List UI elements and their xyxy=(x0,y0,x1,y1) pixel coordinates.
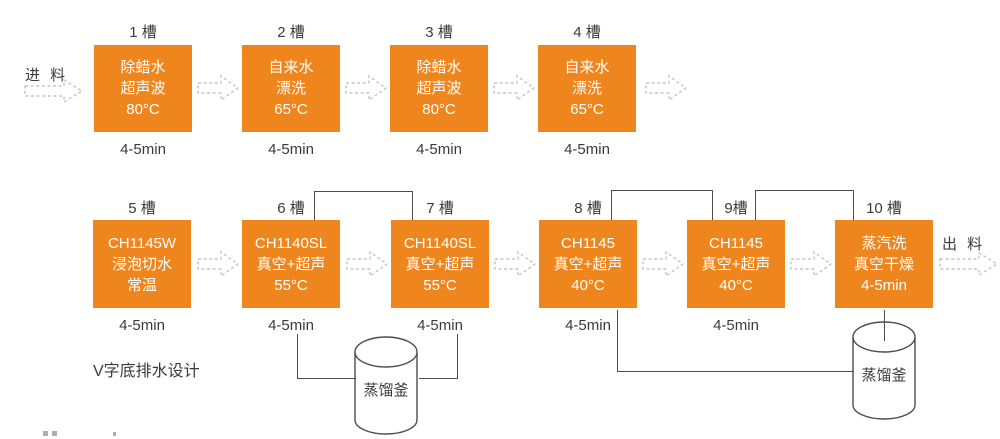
flow-arrow-icon xyxy=(645,74,687,102)
tank-6-line: 真空+超声 xyxy=(256,255,326,273)
tank-1-label: 1 槽 xyxy=(129,24,157,41)
discharge-arrow-icon xyxy=(939,252,999,276)
tank-8-line: 真空+超声 xyxy=(553,255,623,273)
tank-2-line: 自来水 xyxy=(268,59,314,76)
tank-7-line: 55°C xyxy=(423,276,457,294)
tank-10-line: 蒸汽洗 xyxy=(861,234,907,252)
tank-3-line: 超声波 xyxy=(416,80,462,97)
tank-10-line: 真空干燥 xyxy=(853,255,914,273)
cropped-text-artifact xyxy=(113,432,116,436)
tank-6-box: CH1140SL 真空+超声 55°C xyxy=(242,220,340,308)
tank-1-box: 除蜡水 超声波 80°C xyxy=(94,45,192,132)
tank-4-line: 65°C xyxy=(570,101,604,118)
tank-7-line: CH1140SL xyxy=(403,234,477,252)
tank-8-duration: 4-5min xyxy=(565,317,611,334)
tank-5-duration: 4-5min xyxy=(119,317,165,334)
tank-1-line: 超声波 xyxy=(120,80,166,97)
tank-10-box: 蒸汽洗 真空干燥 4-5min xyxy=(835,220,933,308)
kettle-label: 蒸馏釜 xyxy=(861,367,907,384)
tank-6-line: 55°C xyxy=(274,276,308,294)
cropped-text-artifact xyxy=(52,431,57,436)
tank-2-line: 漂洗 xyxy=(275,80,306,97)
flow-arrow-icon xyxy=(790,250,832,278)
discharge-label: 出 料 xyxy=(942,236,986,253)
kettle-label: 蒸馏釜 xyxy=(363,382,409,399)
tank-10-label: 10 槽 xyxy=(866,200,902,217)
tank-4-box: 自来水 漂洗 65°C xyxy=(538,45,636,132)
tank-9-line: CH1145 xyxy=(709,234,763,252)
tank-8-line: CH1145 xyxy=(561,234,615,252)
tank-3-duration: 4-5min xyxy=(416,141,462,158)
flow-arrow-icon xyxy=(197,74,239,102)
drain-note: V字底排水设计 xyxy=(93,363,200,380)
tank-7-line: 真空+超声 xyxy=(405,255,475,273)
tank-3-line: 除蜡水 xyxy=(416,59,462,76)
tank-4-line: 自来水 xyxy=(564,59,610,76)
tank-1-duration: 4-5min xyxy=(120,141,166,158)
tank-2-label: 2 槽 xyxy=(277,24,305,41)
tank-2-line: 65°C xyxy=(274,101,308,118)
drain-connector-tank6 xyxy=(297,334,356,379)
tank-4-label: 4 槽 xyxy=(573,24,601,41)
tank-8-line: 40°C xyxy=(571,276,605,294)
tank-9-duration: 4-5min xyxy=(713,317,759,334)
tank-4-duration: 4-5min xyxy=(564,141,610,158)
tank-7-box: CH1140SL 真空+超声 55°C xyxy=(391,220,489,308)
feed-label: 进 料 xyxy=(25,67,69,84)
tank-3-line: 80°C xyxy=(422,101,456,118)
distill-kettle-icon xyxy=(354,336,418,435)
tank-1-line: 80°C xyxy=(126,101,160,118)
drain-connector-tank7 xyxy=(419,334,458,379)
tank-2-box: 自来水 漂洗 65°C xyxy=(242,45,340,132)
tank-7-duration: 4-5min xyxy=(417,317,463,334)
tank-2-duration: 4-5min xyxy=(268,141,314,158)
tank-8-label: 8 槽 xyxy=(574,200,602,217)
tank-3-box: 除蜡水 超声波 80°C xyxy=(390,45,488,132)
tank-3-label: 3 槽 xyxy=(425,24,453,41)
tank-9-line: 40°C xyxy=(719,276,753,294)
tank-6-label: 6 槽 xyxy=(277,200,305,217)
tank-1-line: 除蜡水 xyxy=(120,59,166,76)
tank-5-line: CH1145W xyxy=(107,234,177,252)
cropped-text-artifact xyxy=(43,431,48,436)
flow-arrow-icon xyxy=(493,74,535,102)
flow-arrow-icon xyxy=(345,74,387,102)
drain-connector-tank8 xyxy=(617,310,854,372)
tank-10-line: 4-5min xyxy=(861,276,907,294)
tank-5-label: 5 槽 xyxy=(128,200,156,217)
tank-6-duration: 4-5min xyxy=(268,317,314,334)
transfer-line-tank8-tank9 xyxy=(611,190,713,220)
flow-arrow-icon xyxy=(346,250,388,278)
tank-9-label: 9槽 xyxy=(724,200,748,217)
tank-9-box: CH1145 真空+超声 40°C xyxy=(687,220,785,308)
feed-arrow-icon xyxy=(24,79,84,103)
tank-5-line: 常温 xyxy=(126,276,157,294)
tank-4-line: 漂洗 xyxy=(571,80,602,97)
flow-arrow-icon xyxy=(197,250,239,278)
transfer-line-tank9-tank10 xyxy=(755,190,854,220)
flow-arrow-icon xyxy=(494,250,536,278)
tank-7-label: 7 槽 xyxy=(426,200,454,217)
flow-arrow-icon xyxy=(642,250,684,278)
tank-8-box: CH1145 真空+超声 40°C xyxy=(539,220,637,308)
transfer-line-tank6-tank7 xyxy=(314,191,413,220)
tank-9-line: 真空+超声 xyxy=(701,255,771,273)
tank-5-box: CH1145W 浸泡切水 常温 xyxy=(93,220,191,308)
tank-6-line: CH1140SL xyxy=(254,234,328,252)
tank-5-line: 浸泡切水 xyxy=(111,255,172,273)
drain-connector-tank10 xyxy=(884,310,886,341)
